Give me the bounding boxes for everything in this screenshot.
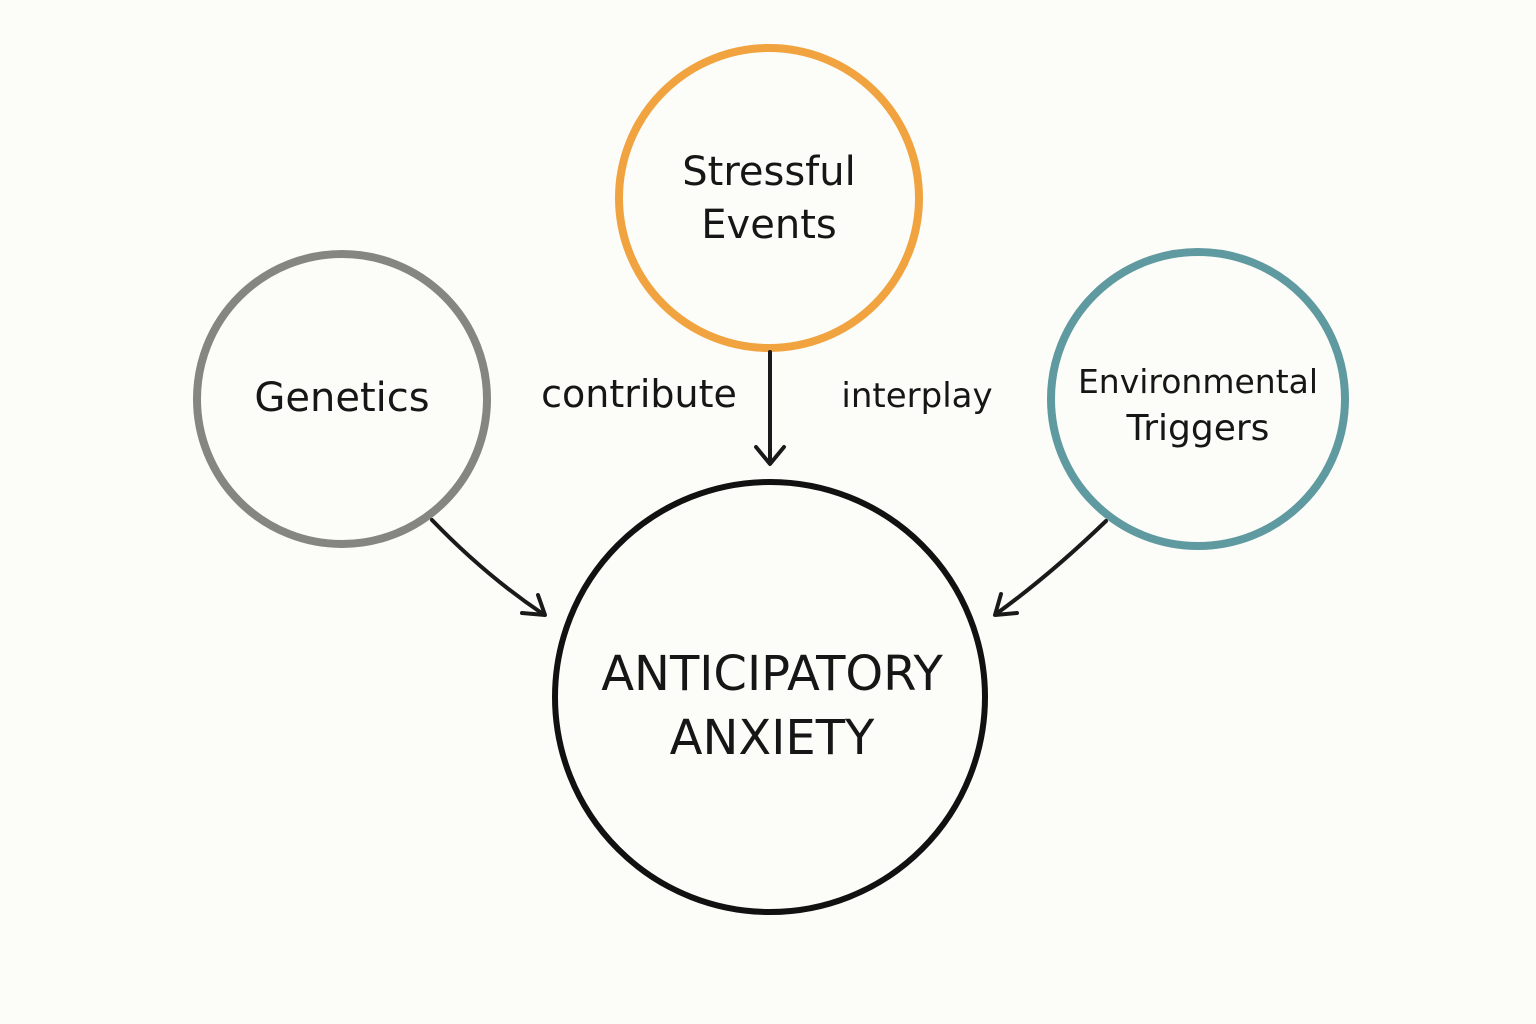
node-genetics: Genetics xyxy=(193,250,491,548)
arrow-environmental-triggers-to-anxiety xyxy=(993,519,1108,617)
genetics-circle xyxy=(193,250,491,548)
stressful-events-circle xyxy=(615,44,923,352)
arrow-stressful-events-to-anxiety xyxy=(754,350,786,466)
stressful-events-label-line-1: Stressful xyxy=(682,149,855,195)
arrow-genetics-to-anxiety xyxy=(430,518,547,617)
anticipatory-anxiety-label-line-2: ANXIETY xyxy=(670,710,875,766)
node-stressful-events: Stressful Events xyxy=(615,44,923,352)
node-anticipatory-anxiety: ANTICIPATORY ANXIETY xyxy=(552,479,988,915)
environmental-triggers-label-line-2: Triggers xyxy=(1126,408,1270,449)
anticipatory-anxiety-label-line-1: ANTICIPATORY xyxy=(601,646,943,702)
edge-label-contribute: contribute xyxy=(541,372,737,416)
environmental-triggers-label-line-1: Environmental xyxy=(1078,362,1318,401)
environmental-triggers-circle xyxy=(1047,248,1349,550)
genetics-label: Genetics xyxy=(254,375,429,421)
stressful-events-label-line-2: Events xyxy=(701,202,836,248)
edge-label-interplay: interplay xyxy=(841,376,992,416)
node-environmental-triggers: Environmental Triggers xyxy=(1047,248,1349,550)
anticipatory-anxiety-circle xyxy=(552,479,988,915)
